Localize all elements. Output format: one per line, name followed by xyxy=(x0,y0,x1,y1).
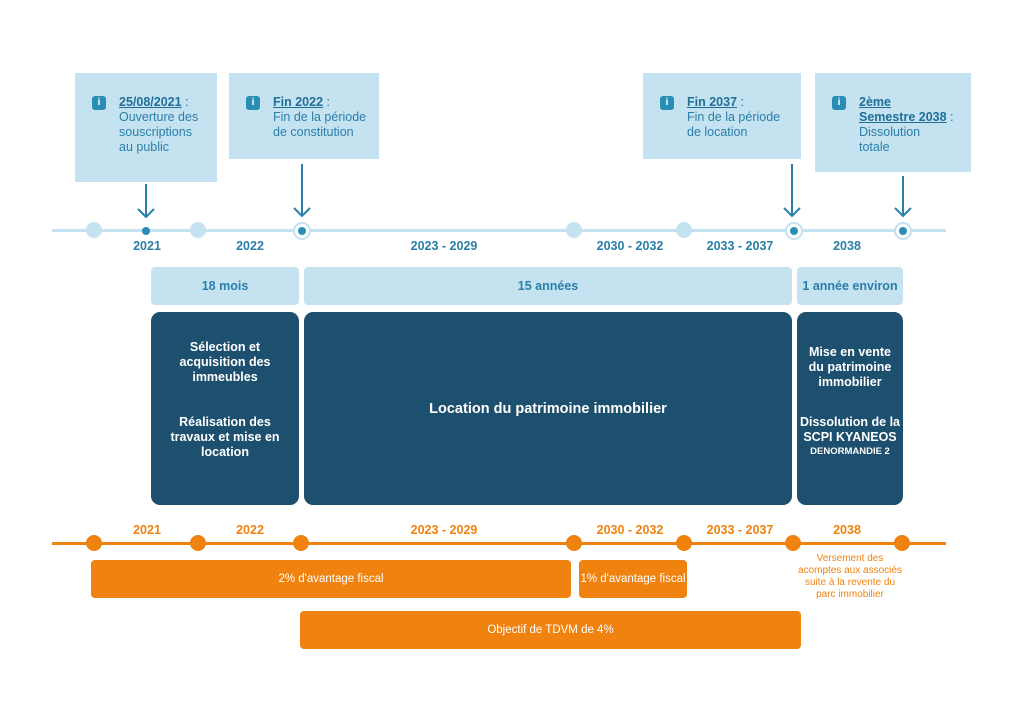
duration-bar-15-years: 15 années xyxy=(304,267,792,305)
phase-dissolution: Mise en vente du patrimoine immobilier D… xyxy=(797,312,903,505)
callout-text: souscriptions xyxy=(119,125,192,139)
callout-text: totale xyxy=(859,140,890,154)
timeline-dot xyxy=(676,222,692,238)
callout-date: 25/08/2021 xyxy=(119,95,182,109)
callout-text: Fin de la période xyxy=(273,110,367,124)
year-label: 2021 xyxy=(133,523,161,537)
fiscal-advantage-1pct-bar: 1% d'avantage fiscal xyxy=(579,560,687,598)
timeline-blue-line xyxy=(52,229,946,232)
callout-date: Fin 2022 xyxy=(273,95,324,109)
year-label: 2033 - 2037 xyxy=(706,239,774,253)
payment-note: Versement des acomptes aux associés suit… xyxy=(798,553,902,600)
info-icon: i xyxy=(92,96,106,110)
timeline-dot-marker xyxy=(293,222,311,240)
year-label: 2022 xyxy=(236,239,264,253)
info-icon: i xyxy=(246,96,260,110)
duration-bar-18-months: 18 mois xyxy=(151,267,299,305)
timeline-dot xyxy=(293,535,309,551)
timeline-dot xyxy=(566,535,582,551)
callout-dissolution: i 2ème Semestre 2038 : Dissolution total… xyxy=(815,73,971,172)
callout-text: Ouverture des xyxy=(119,110,199,124)
timeline-dot-marker xyxy=(785,222,803,240)
callout-date: Semestre 2038 xyxy=(859,110,947,124)
timeline-dot xyxy=(190,222,206,238)
timeline-dot-marker xyxy=(142,227,150,235)
timeline-dot xyxy=(190,535,206,551)
phase-rental-label: Location du patrimoine immobilier xyxy=(429,400,667,417)
fiscal-advantage-2pct-bar: 2% d'avantage fiscal xyxy=(91,560,571,598)
duration-bar-1-year: 1 année environ xyxy=(797,267,903,305)
year-label: 2033 - 2037 xyxy=(706,523,774,537)
info-icon: i xyxy=(832,96,846,110)
year-label: 2030 - 2032 xyxy=(596,239,664,253)
year-label: 2038 xyxy=(833,523,861,537)
year-label: 2023 - 2029 xyxy=(410,523,478,537)
year-label: 2030 - 2032 xyxy=(596,523,664,537)
timeline-orange-line xyxy=(52,542,946,545)
callout-text: au public xyxy=(119,140,170,154)
arrow-down-icon xyxy=(894,176,912,218)
timeline-dot-marker xyxy=(894,222,912,240)
year-label: 2021 xyxy=(133,239,161,253)
timeline-dot xyxy=(676,535,692,551)
arrow-down-icon xyxy=(783,164,801,218)
callout-rental-end: i Fin 2037 : Fin de la période de locati… xyxy=(643,73,801,159)
info-icon: i xyxy=(660,96,674,110)
callout-constitution-end: i Fin 2022 : Fin de la période de consti… xyxy=(229,73,379,159)
callout-text: Fin de la période xyxy=(687,110,781,124)
year-label: 2038 xyxy=(833,239,861,253)
callout-subscription-opening: i 25/08/2021 : Ouverture des souscriptio… xyxy=(75,73,217,182)
phase-rental: Location du patrimoine immobilier xyxy=(304,312,792,505)
callout-date: Fin 2037 xyxy=(687,95,738,109)
timeline-dot xyxy=(86,535,102,551)
arrow-down-icon xyxy=(293,164,311,218)
timeline-dot xyxy=(894,535,910,551)
year-label: 2023 - 2029 xyxy=(410,239,478,253)
callout-date: 2ème xyxy=(859,95,891,109)
arrow-down-icon xyxy=(137,184,155,219)
timeline-dot xyxy=(566,222,582,238)
callout-text: Dissolution xyxy=(859,125,921,139)
timeline-dot xyxy=(785,535,801,551)
tdvm-objective-bar: Objectif de TDVM de 4% xyxy=(300,611,801,649)
phase-constitution: Sélection et acquisition des immeubles R… xyxy=(151,312,299,505)
callout-text: de constitution xyxy=(273,125,354,139)
year-label: 2022 xyxy=(236,523,264,537)
callout-text: de location xyxy=(687,125,748,139)
timeline-dot xyxy=(86,222,102,238)
